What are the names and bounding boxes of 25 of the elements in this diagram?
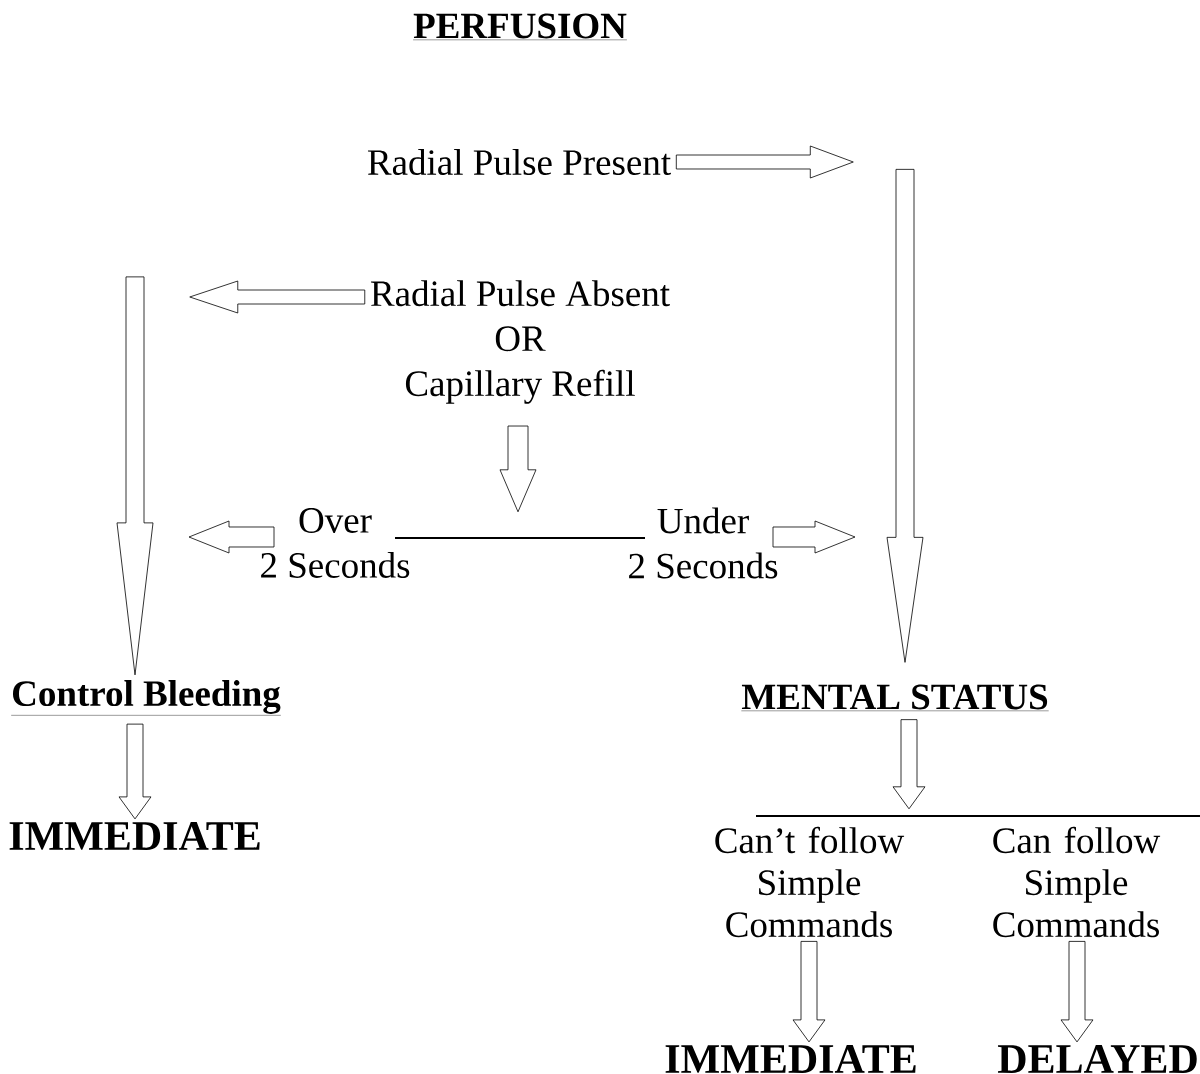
category-label: DELAYED xyxy=(998,1045,1197,1073)
block-arrow xyxy=(189,280,366,314)
condition-text: Under 2 Seconds xyxy=(629,507,778,579)
condition-text: Radial Pulse Absent OR Capillary Refill xyxy=(371,280,670,404)
block-arrow xyxy=(792,941,826,1043)
block-arrow xyxy=(675,145,854,179)
category-label: IMMEDIATE xyxy=(9,822,260,850)
branch-line xyxy=(395,537,645,539)
condition-text: Can follow Simple Commands xyxy=(993,826,1161,938)
block-arrow xyxy=(116,276,154,676)
condition-text: Radial Pulse Present xyxy=(368,149,671,175)
step-heading: Control Bleeding xyxy=(11,680,282,716)
branch-line xyxy=(756,815,1200,817)
condition-text: Over 2 Seconds xyxy=(261,508,410,578)
block-arrow xyxy=(892,719,926,810)
step-heading: MENTAL STATUS xyxy=(741,684,1049,712)
block-arrow xyxy=(499,425,537,513)
block-arrow xyxy=(886,168,924,663)
block-arrow xyxy=(188,520,275,554)
block-arrow xyxy=(1060,941,1094,1043)
title: PERFUSION xyxy=(412,13,628,41)
block-arrow xyxy=(118,723,152,820)
block-arrow xyxy=(772,520,856,554)
category-label: IMMEDIATE xyxy=(665,1045,916,1073)
condition-text: Can’t follow Simple Commands xyxy=(715,826,905,938)
